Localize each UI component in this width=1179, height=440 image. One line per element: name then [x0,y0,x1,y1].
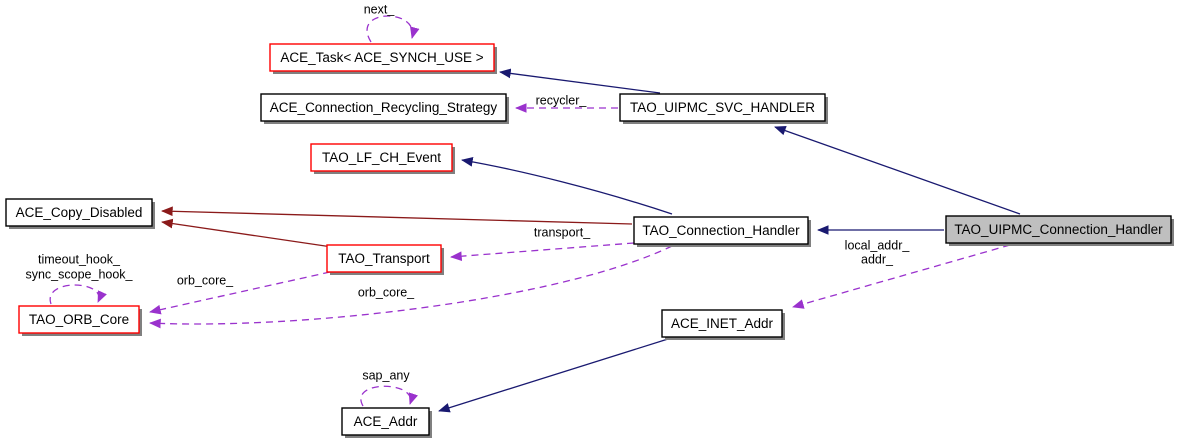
edge-inet-inherits-addr [438,338,669,413]
edge-labels-layer: next_ recycler_ transport_ timeout_hook_… [25,2,910,382]
edge-label-timeout-hook: timeout_hook_ [38,252,121,266]
edge-conn-transport [450,242,635,262]
edge-label-orb-core-right: orb_core_ [358,285,415,299]
edge-conn-inherits-lf [461,157,673,215]
edge-label-sap-any: sap_any [362,368,410,382]
node-tao-uipmc-connection-handler[interactable]: TAO_UIPMC_Connection_Handler [945,215,1174,246]
node-ace-connection-recycling-strategy[interactable]: ACE_Connection_Recycling_Strategy [260,93,509,124]
edges-layer [49,15,1021,413]
node-tao-lf-ch-event-label: TAO_LF_CH_Event [322,150,441,165]
node-ace-task-label: ACE_Task< ACE_SYNCH_USE > [280,50,483,65]
node-tao-uipmc-connection-handler-label: TAO_UIPMC_Connection_Handler [954,222,1163,237]
edge-label-transport: transport_ [534,225,591,239]
edge-conn-orbcore [149,245,673,329]
edge-svc-inherits-task [499,68,661,94]
edge-conn-inherits-copy [161,206,633,225]
node-ace-task[interactable]: ACE_Task< ACE_SYNCH_USE > [269,43,497,74]
node-tao-uipmc-svc-handler-label: TAO_UIPMC_SVC_HANDLER [630,100,815,115]
node-tao-uipmc-svc-handler[interactable]: TAO_UIPMC_SVC_HANDLER [619,93,828,124]
edge-label-local-addr: local_addr_ [845,238,911,252]
edge-transport-orbcore [149,271,331,315]
node-tao-connection-handler[interactable]: TAO_Connection_Handler [633,216,811,247]
edge-label-recycler: recycler_ [536,93,588,107]
edge-label-orb-core-left: orb_core_ [177,273,234,287]
node-ace-addr[interactable]: ACE_Addr [341,407,432,438]
edge-orbcore-self [49,284,107,305]
edge-label-sync-scope-hook: sync_scope_hook_ [25,267,133,281]
edge-transport-inherits-copy [161,218,333,248]
node-ace-copy-disabled[interactable]: ACE_Copy_Disabled [5,198,155,229]
node-tao-transport[interactable]: TAO_Transport [326,244,444,275]
edge-label-next: next_ [364,2,396,16]
node-tao-orb-core[interactable]: TAO_ORB_Core [18,305,142,336]
edge-uipmc-inherits-svc [774,125,1021,215]
node-tao-connection-handler-label: TAO_Connection_Handler [642,223,800,238]
node-ace-connection-recycling-strategy-label: ACE_Connection_Recycling_Strategy [270,100,498,115]
edge-sapany-self [360,385,418,407]
node-ace-inet-addr[interactable]: ACE_INET_Addr [661,309,785,340]
edge-uipmc-inet-addr [792,244,1011,309]
node-ace-copy-disabled-label: ACE_Copy_Disabled [16,205,143,220]
nodes-layer: ACE_Task< ACE_SYNCH_USE > ACE_Connection… [5,43,1174,438]
node-tao-transport-label: TAO_Transport [338,251,430,266]
edge-next-self [366,15,420,43]
edge-label-addr: addr_ [861,252,894,266]
node-tao-orb-core-label: TAO_ORB_Core [29,312,129,327]
node-ace-inet-addr-label: ACE_INET_Addr [671,316,774,331]
node-tao-lf-ch-event[interactable]: TAO_LF_CH_Event [310,143,455,174]
node-ace-addr-label: ACE_Addr [354,414,418,429]
